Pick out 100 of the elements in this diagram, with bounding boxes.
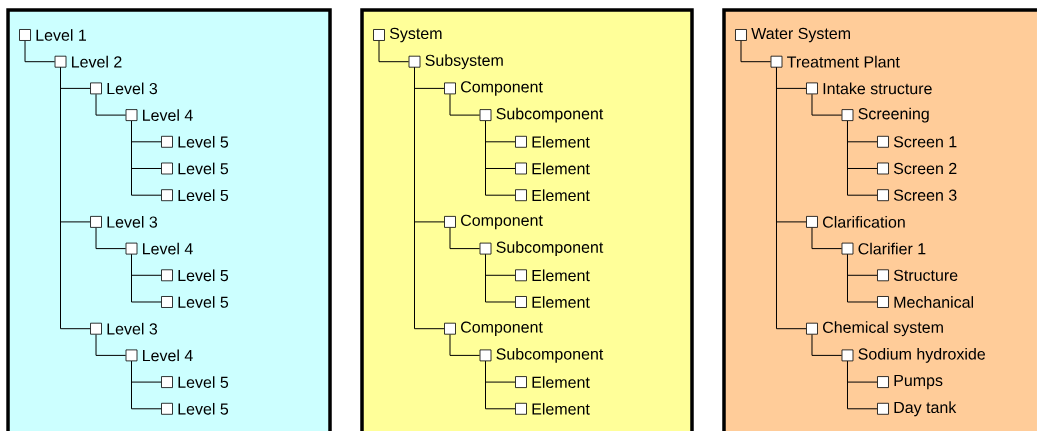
tree-item: Level 5: [161, 402, 229, 415]
tree-item: Level 1: [19, 29, 86, 41]
connector: [811, 93, 843, 116]
node-label: Level 4: [143, 109, 193, 121]
node-label: Level 5: [178, 189, 229, 202]
tree-item: Water System: [735, 27, 850, 43]
connector: [485, 360, 516, 410]
tree-item: Pumps: [877, 374, 943, 390]
tree-item: Day tank: [877, 401, 957, 417]
tree-item: Treatment Plant: [770, 55, 900, 68]
tree-item: Component: [444, 81, 543, 96]
node-label: Level 5: [178, 296, 229, 308]
node-label: Structure: [893, 269, 958, 281]
tree-item: Level 5: [161, 269, 229, 282]
connector: [449, 334, 481, 356]
connector: [95, 227, 127, 250]
node-label: Pumps: [894, 374, 943, 390]
tree-item: Screen 3: [877, 189, 957, 202]
tree-item: Intake structure: [806, 82, 932, 95]
node-label: Element: [532, 376, 590, 388]
connector: [414, 67, 445, 330]
connector: [449, 227, 481, 250]
panel: [6, 8, 332, 431]
node-label: Level 2: [72, 55, 122, 68]
node-label: Screen 2: [893, 162, 957, 175]
node-label: Element: [532, 402, 590, 415]
node-label: Level 5: [178, 162, 229, 175]
connector: [811, 334, 843, 356]
tree-item: Chemical system: [806, 321, 943, 337]
node-label: Component: [461, 214, 543, 230]
tree-item: Level 5: [161, 296, 229, 308]
node-label: Screening: [858, 107, 929, 123]
tree-item: System: [373, 27, 442, 43]
connector: [811, 227, 843, 250]
node-label: Subsystem: [425, 54, 503, 70]
node-label: Screen 1: [893, 136, 957, 148]
tree-item: Level 3: [90, 82, 158, 95]
node-label: Screen 3: [893, 189, 957, 201]
node-label: Clarification: [823, 216, 905, 228]
node-label: Level 4: [143, 349, 193, 362]
connector: [776, 67, 807, 330]
node-label: Level 5: [178, 402, 229, 415]
connector: [485, 120, 516, 196]
tree-item: Level 3: [90, 322, 158, 335]
tree-item: Element: [515, 135, 590, 148]
tree-item: Element: [515, 296, 590, 308]
tree-item: Component: [444, 214, 543, 230]
connector: [131, 254, 162, 303]
tree-item: Element: [515, 402, 590, 415]
connector: [449, 93, 481, 116]
tree-item: Element: [515, 269, 590, 282]
node-label: Element: [532, 162, 590, 175]
panel: [360, 8, 694, 431]
node-label: Element: [532, 296, 590, 308]
node-label: System: [389, 27, 442, 43]
tree-item: Level 5: [161, 376, 229, 388]
node-label: Clarifier 1: [858, 242, 926, 255]
node-label: Component: [461, 321, 543, 336]
node-label: Level 3: [107, 322, 158, 335]
node-label: Component: [461, 81, 543, 96]
tree-item: Subcomponent: [479, 241, 604, 257]
tree-item: Level 5: [161, 189, 229, 202]
tree-item: Level 3: [90, 216, 158, 228]
tree-item: Subsystem: [408, 54, 503, 70]
connector: [95, 93, 127, 116]
connector: [60, 67, 91, 330]
node-label: Element: [532, 269, 590, 282]
connector: [131, 120, 162, 196]
tree-item: Component: [444, 321, 543, 336]
tree-item: Subcomponent: [479, 347, 604, 363]
node-label: Element: [532, 135, 590, 148]
tree-item: Structure: [877, 269, 958, 282]
node-label: Level 5: [178, 269, 229, 282]
tree-item: Subcomponent: [479, 107, 604, 123]
node-label: Mechanical: [894, 296, 974, 308]
connector: [95, 334, 127, 356]
connector: [131, 360, 162, 410]
tree-item: Level 4: [125, 349, 193, 362]
tree-item: Clarifier 1: [841, 242, 926, 255]
connector: [24, 40, 56, 63]
tree-item: Screen 2: [877, 162, 957, 175]
tree-item: Element: [515, 189, 590, 202]
node-label: Day tank: [894, 401, 957, 417]
tree-item: Mechanical: [877, 296, 974, 308]
connector: [847, 254, 878, 303]
tree-item: Sodium hydroxide: [841, 347, 985, 363]
node-label: Element: [532, 189, 590, 202]
tree-item: Element: [515, 376, 590, 388]
tree-item: Screen 1: [877, 135, 957, 148]
connector: [378, 40, 410, 63]
connector: [847, 360, 878, 410]
tree-item: Element: [515, 162, 590, 175]
tree-item: Clarification: [806, 216, 905, 228]
tree-item: Level 5: [161, 162, 229, 175]
tree-item: Level 5: [161, 135, 229, 148]
tree-item: Level 2: [54, 55, 122, 68]
tree-item: Level 4: [125, 242, 193, 255]
node-label: Level 1: [36, 29, 86, 41]
connector: [485, 254, 516, 303]
node-label: Level 3: [107, 82, 158, 95]
